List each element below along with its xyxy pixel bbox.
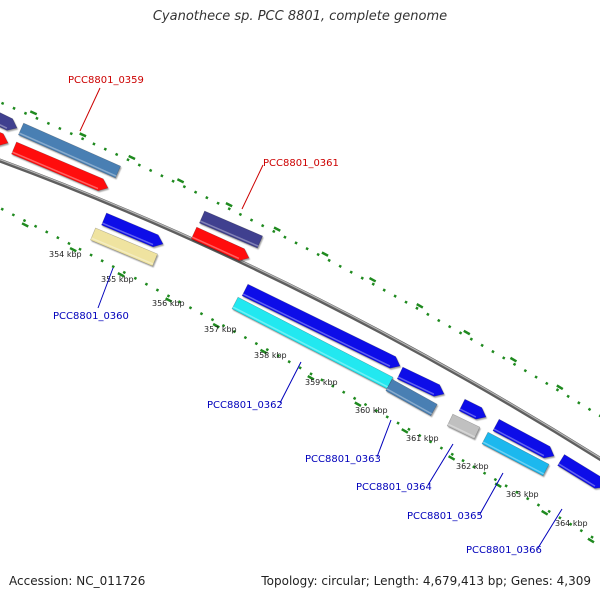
gene-label-g0360[interactable]: PCC8801_0360 (53, 311, 129, 322)
gene-blue-362 (492, 418, 555, 459)
gene-0364 (446, 413, 481, 440)
gene-red-0361b (190, 226, 250, 261)
inner-dotted-ring (0, 206, 600, 544)
leader-line-g0362 (279, 361, 302, 404)
accession-text: Accession: NC_011726 (9, 574, 146, 588)
tick-label: 361 kbp (406, 434, 439, 443)
gene-blue-361-highlight (459, 408, 477, 418)
gene-label-g0364[interactable]: PCC8801_0364 (356, 482, 432, 493)
gene-0360 (90, 227, 158, 267)
gene-blue-360 (396, 366, 445, 397)
gene-red-long-highlight (11, 151, 99, 190)
gene-label-g0361[interactable]: PCC8801_0361 (263, 158, 339, 169)
gene-0361 (199, 210, 263, 249)
tick-label: 358 kbp (254, 351, 287, 360)
genome-backbone-highlight (0, 159, 600, 459)
gene-red-long (11, 141, 109, 192)
gene-blue-small (101, 212, 164, 248)
leader-line-g0366 (537, 508, 563, 549)
leader-line-g0365 (479, 472, 504, 515)
gene-0363 (385, 378, 438, 417)
gene-0362-highlight (232, 306, 389, 388)
gene-blue-361 (458, 398, 487, 420)
leader-line-g0364 (427, 443, 454, 486)
gene-0364-highlight (447, 423, 476, 438)
tick-label: 364 kbp (555, 519, 588, 528)
leader-line-g0363 (376, 419, 392, 458)
tick-label: 357 kbp (204, 325, 237, 334)
tick-label: 363 kbp (506, 490, 539, 499)
tick-label: 359 kbp (305, 378, 338, 387)
gene-0360-highlight (91, 237, 154, 265)
topology-text: Topology: circular; Length: 4,679,413 bp… (261, 574, 591, 588)
gene-0361-highlight (199, 220, 259, 247)
tick-label: 354 kbp (49, 250, 82, 259)
tick-label: 356 kbp (152, 299, 185, 308)
gene-0365 (481, 431, 550, 477)
genome-backbone (0, 158, 600, 462)
gene-0365-highlight (482, 441, 545, 475)
leader-line-g0361 (241, 164, 264, 210)
tick-label: 355 kbp (101, 275, 134, 284)
gene-0359-highlight (18, 132, 117, 177)
gene-blue-long-highlight (242, 293, 391, 367)
gene-label-g0363[interactable]: PCC8801_0363 (305, 454, 381, 465)
tick-label: 362 kbp (456, 462, 489, 471)
gene-blue-right-highlight (558, 463, 596, 487)
gene-navy-left (0, 112, 18, 131)
gene-red-0361b-highlight (191, 236, 240, 260)
gene-blue-right (557, 454, 600, 489)
leader-line-g0360 (97, 267, 114, 309)
gene-blue-362-highlight (493, 428, 545, 457)
outer-tick-dashes (0, 96, 600, 414)
gene-label-g0366[interactable]: PCC8801_0366 (466, 545, 542, 556)
gene-blue-small-highlight (101, 222, 154, 246)
gene-label-g0359[interactable]: PCC8801_0359 (68, 75, 144, 86)
gene-blue-long (241, 283, 401, 369)
gene-0359 (18, 122, 121, 179)
gene-0363-highlight (386, 388, 433, 415)
inner-tick-dashes (0, 210, 600, 548)
gene-blue-360-highlight (397, 376, 435, 395)
outer-dotted-ring (0, 100, 600, 418)
genome-title: Cyanothece sp. PCC 8801, complete genome (152, 9, 448, 24)
tick-label: 360 kbp (355, 406, 388, 415)
gene-label-g0362[interactable]: PCC8801_0362 (207, 400, 283, 411)
leader-line-g0359 (79, 87, 101, 132)
gene-label-g0365[interactable]: PCC8801_0365 (407, 511, 483, 522)
gene-red-left (0, 132, 9, 146)
gene-navy-left-highlight (0, 124, 8, 129)
gene-0362 (231, 296, 394, 390)
